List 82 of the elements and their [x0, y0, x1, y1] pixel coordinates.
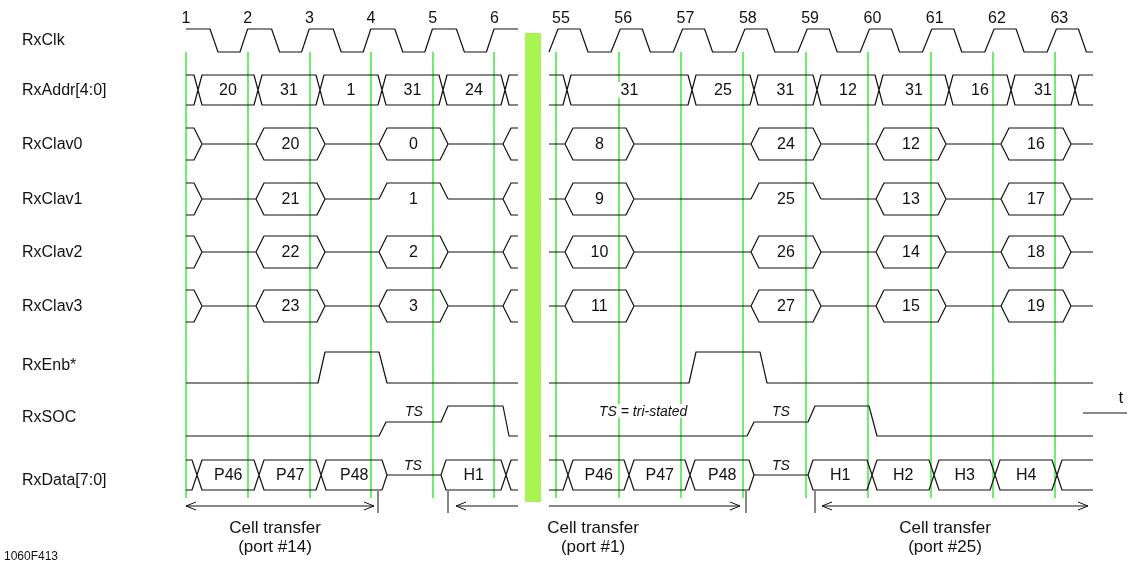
bus-value: P47 — [645, 466, 674, 485]
span-caption: Cell transfer (port #25) — [898, 517, 992, 557]
annotation-text: TS — [404, 457, 422, 474]
axis-label: t — [1118, 388, 1124, 408]
bus-value: 22 — [281, 243, 300, 262]
clock-cycle-number: 58 — [738, 9, 757, 28]
annotation-text: TS — [405, 403, 423, 420]
section-break-bar — [525, 33, 541, 502]
bus-value: 12 — [839, 81, 857, 100]
bus-value: 16 — [971, 81, 989, 100]
signal-name: RxClav2 — [22, 243, 83, 262]
signal-name: RxClav3 — [22, 297, 83, 316]
bus-value: H4 — [1016, 466, 1037, 485]
bus-value: P46 — [214, 466, 243, 485]
clock-cycle-number: 62 — [988, 9, 1006, 28]
clock-cycle-number: 3 — [304, 9, 314, 28]
annotation-text: TS — [772, 457, 790, 474]
bus-value: 1 — [346, 81, 356, 100]
signal-name: RxAddr[4:0] — [22, 81, 107, 100]
bus-value: 1 — [409, 190, 418, 209]
bus-value: H3 — [954, 466, 975, 485]
bus-value: 20 — [281, 135, 300, 154]
bus-value: 18 — [1027, 243, 1045, 262]
bus-value: 9 — [595, 190, 604, 209]
bus-value: P46 — [584, 466, 613, 485]
bus-value: 23 — [281, 297, 300, 316]
clock-cycle-number: 60 — [863, 9, 882, 28]
clock-cycle-number: 55 — [552, 9, 570, 28]
bus-value: 31 — [905, 81, 923, 100]
bus-value: 0 — [409, 135, 418, 154]
span-caption: Cell transfer (port #1) — [546, 517, 640, 557]
bus-value: 21 — [281, 190, 300, 209]
bus-value: 27 — [777, 297, 795, 316]
signal-name: RxSOC — [22, 408, 77, 427]
clock-cycle-number: 63 — [1050, 9, 1069, 28]
bus-value: 12 — [902, 135, 920, 154]
bus-value: P47 — [276, 466, 305, 485]
annotation-text: TS = tri-stated — [599, 403, 688, 420]
bus-value: H1 — [830, 466, 851, 485]
bus-value: P48 — [708, 466, 737, 485]
clock-cycle-number: 59 — [801, 9, 819, 28]
bus-value: 24 — [777, 135, 795, 154]
signal-name: RxClav1 — [22, 190, 83, 209]
bus-value: 31 — [280, 81, 298, 100]
bus-value: 13 — [902, 190, 920, 209]
bus-value: 15 — [902, 297, 920, 316]
clock-cycle-number: 1 — [181, 9, 191, 28]
bus-value: H2 — [893, 466, 914, 485]
annotation-text: TS — [772, 403, 790, 420]
bus-value: P48 — [340, 466, 369, 485]
figure-code: 1060F413 — [4, 550, 59, 564]
clock-cycle-number: 4 — [366, 9, 376, 28]
bus-value: 26 — [777, 243, 795, 262]
bus-value: 11 — [591, 297, 608, 316]
signal-name: RxClk — [22, 31, 65, 50]
clock-cycle-number: 57 — [676, 9, 695, 28]
bus-value: 25 — [777, 190, 795, 209]
span-caption: Cell transfer (port #14) — [228, 517, 322, 557]
clock-cycle-number: 61 — [925, 9, 944, 28]
bus-value: 17 — [1027, 190, 1045, 209]
bus-value: 14 — [902, 243, 920, 262]
bus-value: 2 — [409, 243, 418, 262]
bus-value: 8 — [595, 135, 604, 154]
clock-cycle-number: 56 — [614, 9, 633, 28]
signal-name: RxClav0 — [22, 135, 83, 154]
bus-value: 24 — [465, 81, 483, 100]
bus-value: 16 — [1027, 135, 1045, 154]
clock-cycle-number: 6 — [490, 9, 499, 28]
bus-value: 20 — [219, 81, 237, 100]
clock-cycle-number: 2 — [243, 9, 253, 28]
bus-value: 31 — [620, 81, 639, 100]
bus-value: 31 — [1034, 81, 1052, 100]
bus-value: 19 — [1027, 297, 1045, 316]
clock-cycle-number: 5 — [428, 9, 438, 28]
bus-value: H1 — [463, 466, 484, 485]
bus-value: 3 — [409, 297, 418, 316]
bus-value: 10 — [590, 243, 609, 262]
signal-name: RxEnb* — [22, 356, 77, 375]
bus-value: 31 — [776, 81, 795, 100]
bus-value: 31 — [403, 81, 422, 100]
signal-name: RxData[7:0] — [22, 471, 107, 490]
bus-value: 25 — [714, 81, 732, 100]
